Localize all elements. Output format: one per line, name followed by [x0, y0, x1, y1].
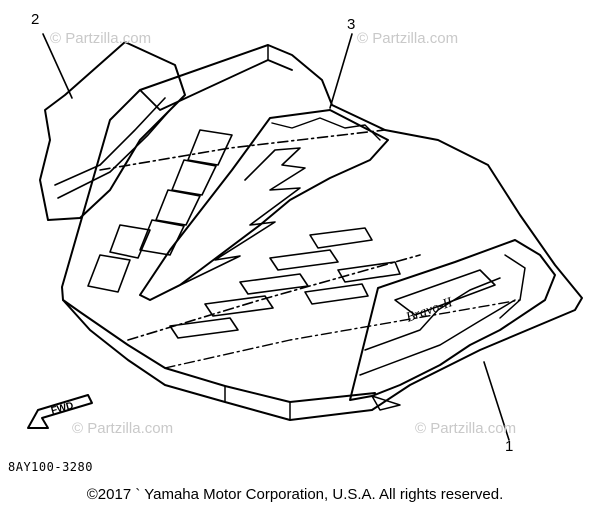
- leader-line-3: [329, 33, 353, 109]
- watermark: © Partzilla.com: [72, 420, 174, 437]
- decal-2: [39, 41, 186, 221]
- center-vent-louvers: [169, 227, 401, 339]
- callout-number-3: 3: [347, 16, 356, 33]
- callout-number-2: 2: [31, 11, 40, 28]
- leader-line-2: [42, 33, 73, 99]
- callout-number-1: 1: [505, 438, 514, 455]
- decal-text: Bravo-II: [404, 295, 456, 326]
- watermark: © Partzilla.com: [50, 30, 152, 47]
- leader-line-1: [483, 361, 510, 441]
- hood-body: [61, 44, 583, 421]
- decal-3: [139, 109, 389, 301]
- forward-arrow-label: FWD: [50, 400, 75, 417]
- leader-lines: [42, 33, 510, 441]
- watermark: © Partzilla.com: [357, 30, 459, 47]
- left-vent-louvers: [87, 129, 233, 293]
- copyright-notice: ©2017 ` Yamaha Motor Corporation, U.S.A.…: [86, 486, 504, 503]
- part-code: 8AY100-3280: [8, 460, 93, 474]
- watermark: © Partzilla.com: [415, 420, 517, 437]
